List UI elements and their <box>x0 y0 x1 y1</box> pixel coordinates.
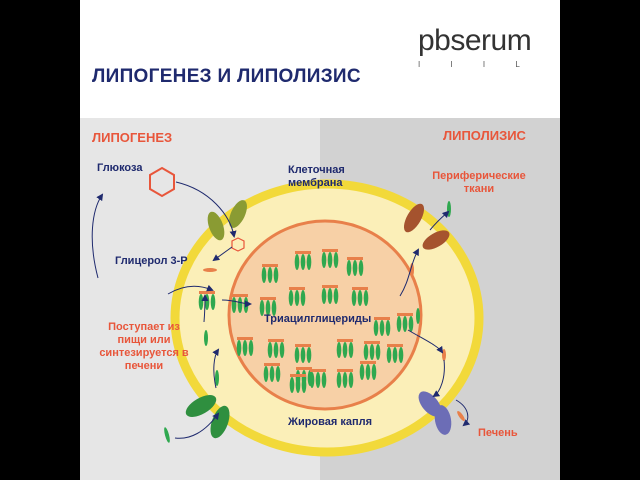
left-black-border <box>0 0 80 480</box>
lipase-protein <box>422 230 450 250</box>
triglyceride-molecule <box>259 297 277 316</box>
glycerol-dash <box>410 263 414 277</box>
triglyceride-molecule <box>336 369 354 388</box>
arrow <box>91 193 104 279</box>
transporter-protein <box>229 200 247 228</box>
lipase-protein <box>434 405 452 435</box>
triglyceride-molecule <box>267 339 285 358</box>
label-glycerol: Глицерол 3-Р <box>115 255 188 267</box>
right-black-border <box>560 0 640 480</box>
arrow <box>407 329 444 354</box>
triglyceride-molecule <box>294 344 312 363</box>
triglyceride-molecule <box>359 361 377 380</box>
label-source: Поступает из пищи или синтезируется в пе… <box>99 321 189 372</box>
triglyceride-molecule <box>321 285 339 304</box>
arrow <box>201 294 209 323</box>
arrow <box>221 299 252 308</box>
fatty-acid <box>164 427 170 443</box>
arrow <box>429 210 450 231</box>
brand-logo-sub: I I I L <box>418 60 534 69</box>
glycerol-dash <box>442 349 446 361</box>
fatty-acid <box>215 370 219 386</box>
transporter-protein <box>185 395 217 417</box>
triglyceride-molecule <box>373 317 391 336</box>
triglyceride-molecule <box>321 249 339 268</box>
arrow <box>175 181 237 238</box>
arrow <box>399 248 419 297</box>
label-membrane: Клеточная мембрана <box>288 164 345 189</box>
label-glucose: Глюкоза <box>97 162 143 174</box>
transporter-protein <box>207 211 225 241</box>
triglyceride-molecule <box>261 264 279 283</box>
triglyceride-molecule <box>351 287 369 306</box>
label-peripheral: Периферические ткани <box>432 170 526 195</box>
arrow <box>212 246 233 262</box>
arrow <box>455 399 471 427</box>
triacylglycerol-molecules <box>231 249 414 393</box>
glucose-hexagon <box>149 166 175 198</box>
triglyceride-molecule <box>288 287 306 306</box>
arrow <box>212 348 220 389</box>
triglyceride-molecule <box>363 341 381 360</box>
triglyceride-molecule <box>336 339 354 358</box>
label-triacylglycerols: Триацилглицериды <box>264 313 372 325</box>
label-fat-droplet: Жировая капля <box>288 416 373 428</box>
glycerol-dash <box>457 410 465 422</box>
page-title: ЛИПОГЕНЕЗ И ЛИПОЛИЗИС <box>92 66 361 87</box>
triglyceride-molecule <box>263 363 281 382</box>
triglyceride-molecule <box>294 251 312 270</box>
lipase-protein <box>403 203 425 233</box>
triglyceride-molecule <box>309 369 327 388</box>
glycerol-dash <box>203 268 217 272</box>
arrow <box>167 284 214 295</box>
triglyceride-molecule <box>396 313 414 332</box>
fatty-acid <box>416 308 420 324</box>
glycerol-hexagon <box>231 237 245 252</box>
arrow <box>432 359 445 398</box>
section-lipolysis: ЛИПОЛИЗИС <box>443 128 526 143</box>
triglyceride-molecule-left <box>198 291 216 310</box>
triglyceride-molecule <box>346 257 364 276</box>
triglyceride-molecule <box>236 337 254 356</box>
triglyceride-molecule <box>289 374 307 393</box>
triglyceride-molecule <box>198 291 216 310</box>
triglyceride-molecule <box>386 344 404 363</box>
fatty-acid <box>447 201 451 217</box>
arrow <box>174 412 220 439</box>
fatty-acid <box>204 330 208 346</box>
label-liver: Печень <box>478 427 518 439</box>
brand-logo: pbserum <box>418 24 532 57</box>
section-lipogenesis: ЛИПОГЕНЕЗ <box>92 130 173 145</box>
